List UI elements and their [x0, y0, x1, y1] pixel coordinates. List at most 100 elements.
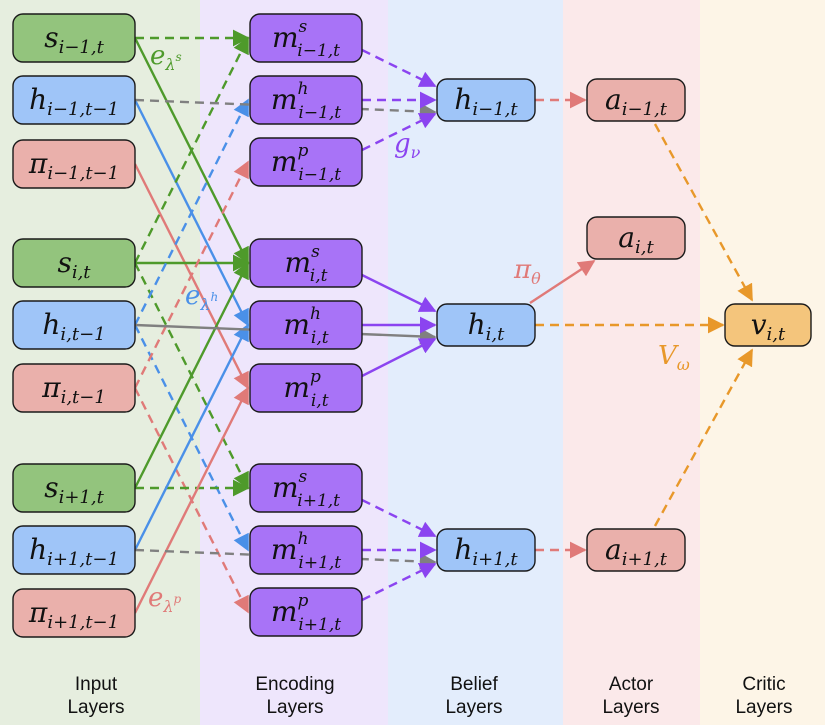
edge-a_ip1-to-v_i [653, 348, 754, 527]
node-label-sub: i,t [72, 262, 91, 283]
edge-h_i-to-mh_im1 [133, 98, 250, 326]
node-label-sup: h [297, 79, 308, 99]
node-label-sup: p [297, 141, 308, 161]
edge-label-e-h: eλh [185, 281, 218, 314]
node-label: ai,t [618, 221, 654, 258]
node-label-base: m [283, 371, 310, 404]
node-p-ip1: πi+1,t−1 [12, 588, 136, 638]
edge-label-base: π [513, 255, 532, 285]
node-label-base: π [28, 596, 48, 629]
node-label-sub: i,t−1 [60, 324, 105, 345]
node-v-i: vi,t [724, 303, 812, 347]
edge-ms_i-to-hb_i [361, 273, 437, 313]
edge-s_i-to-ms_im1 [133, 36, 250, 264]
node-label: hi+1,t [454, 533, 518, 570]
edge-label-base: e [148, 583, 163, 613]
edge-label-g: gν [394, 129, 421, 162]
node-box [249, 587, 363, 637]
node-mp-i: mp i,t [249, 363, 363, 413]
node-label-base: π [41, 371, 61, 404]
edge-label-subsup: h [211, 290, 219, 304]
node-box [12, 463, 136, 513]
node-s-i: si,t [12, 238, 136, 288]
edge-ms_im1-to-hb_im1 [361, 48, 437, 88]
node-label: vi,t [751, 308, 786, 345]
node-label-base: m [272, 471, 299, 504]
node-label-sub: i,t [311, 328, 329, 348]
node-label-sub: i+1,t [622, 549, 668, 570]
node-label-sub: i,t [311, 391, 329, 411]
node-label-base: m [272, 21, 299, 54]
node-label-sub: i−1,t−1 [47, 99, 119, 120]
node-box [586, 528, 686, 572]
node-label-base: h [42, 308, 60, 341]
node-box [12, 588, 136, 638]
node-label-base: m [285, 246, 312, 279]
node-box [12, 139, 136, 189]
critic-layers-label-line1: Critic [742, 674, 785, 695]
node-label-sub: i+1,t [472, 549, 518, 570]
node-label-base: a [605, 533, 622, 566]
node-box [12, 525, 136, 575]
node-label: mp i,t [283, 367, 328, 411]
edge-mp_im1-to-hb_im1 [361, 112, 437, 152]
band-critic [700, 0, 825, 725]
node-box [724, 303, 812, 347]
edge-label-e-p: eλp [148, 583, 182, 616]
edge-label-sub: λ [162, 597, 173, 616]
node-box [249, 137, 363, 187]
node-box [586, 78, 686, 122]
node-label: ms i−1,t [272, 17, 340, 61]
edge-label-base: e [185, 281, 200, 311]
edge-label-e-s: eλs [150, 41, 182, 74]
node-box [12, 300, 136, 350]
node-box [249, 525, 363, 575]
edge-hb_i-to-a_i [529, 259, 596, 305]
actor-layers-label-line2: Layers [602, 697, 659, 718]
node-label-sup: s [299, 17, 308, 37]
node-label-sub: i,t [635, 237, 654, 258]
node-label-base: m [271, 595, 298, 628]
node-label-sub: i−1,t [297, 41, 340, 61]
edge-label-sub: λ [164, 55, 175, 74]
node-box [249, 13, 363, 63]
edge-label-base: e [150, 41, 165, 71]
node-hb-ip1: hi+1,t [436, 528, 536, 572]
node-label: ai−1,t [605, 83, 668, 120]
node-box [436, 78, 536, 122]
node-label-base: m [271, 533, 298, 566]
node-s-im1: si−1,t [12, 13, 136, 63]
node-box [12, 13, 136, 63]
encoding-layers-label-line2: Layers [266, 697, 323, 718]
node-a-i: ai,t [586, 216, 686, 260]
node-label-base: v [751, 308, 767, 341]
node-label-sup: s [299, 467, 308, 487]
node-box [436, 303, 536, 347]
node-label-sub: i,t−1 [61, 387, 106, 408]
node-box [586, 216, 686, 260]
node-label-sup: p [310, 367, 321, 387]
node-label-base: s [57, 246, 71, 279]
node-box [12, 238, 136, 288]
node-label: πi−1,t−1 [28, 147, 119, 184]
edge-label-subsup: s [176, 50, 182, 64]
edge-label-sub: ν [411, 143, 421, 162]
node-box [249, 238, 363, 288]
node-label: si,t [57, 246, 91, 283]
node-a-im1: ai−1,t [586, 78, 686, 122]
node-h-i: hi,t−1 [12, 300, 136, 350]
node-label-sub: i+1,t [59, 487, 105, 508]
edge-label-base: V [658, 341, 679, 371]
node-ms-im1: ms i−1,t [249, 13, 363, 63]
node-hb-im1: hi−1,t [436, 78, 536, 122]
